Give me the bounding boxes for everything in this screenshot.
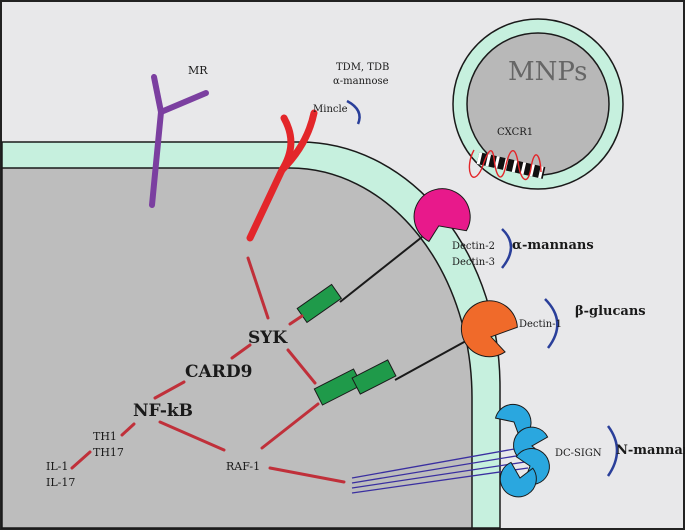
card9-label: CARD9 [185,362,252,382]
nfkb-label: NF-kB [133,401,193,421]
n-mannans-label: N-mannans [616,443,685,458]
syk-label: SYK [248,328,288,348]
alpha-mannose-label: α-mannose [333,76,389,87]
dcsign-bracket [606,425,619,477]
dectin2-stalk [339,236,423,303]
beta-glucans-label: β-glucans [575,304,646,319]
mincle-label: Mincle [313,104,348,115]
th17-label: TH17 [93,446,124,459]
dectin2-ligand-icon [413,188,471,243]
pathway-lines [70,256,346,484]
dectin1-bracket [544,298,559,349]
dectin2-label: Dectin-2 [452,241,495,252]
alpha-mannans-label: α-mannans [512,238,594,253]
dectin1-ligand-icon [460,300,518,358]
dcsign-label: DC-SIGN [555,448,602,459]
mnp-particle [452,18,624,190]
dectin1-label: Dectin-1 [519,319,562,330]
dectin3-label: Dectin-3 [452,257,495,268]
mincle-ligand-bracket [346,99,361,125]
il1-label: IL-1 [46,460,68,473]
dectin1-stalk [394,335,476,381]
mincle-receptor-icon [246,109,318,242]
mr-receptor-icon [149,74,209,208]
raf1-label: RAF-1 [226,460,260,473]
dcsign-lines [351,447,529,494]
dectin2-bracket [501,228,513,269]
dectin1-transmembrane-b [351,359,397,395]
th1-label: TH1 [93,430,117,443]
mr-label: MR [188,64,208,77]
cxcr1-label: CXCR1 [497,127,533,138]
dcsign-receptor-icon [494,403,550,498]
cytoplasm [1,167,473,529]
tdm-tdb-label: TDM, TDB [336,62,389,73]
il17-label: IL-17 [46,476,75,489]
mnps-label: MNPs [508,57,588,87]
cxcr1-receptor [468,149,546,180]
